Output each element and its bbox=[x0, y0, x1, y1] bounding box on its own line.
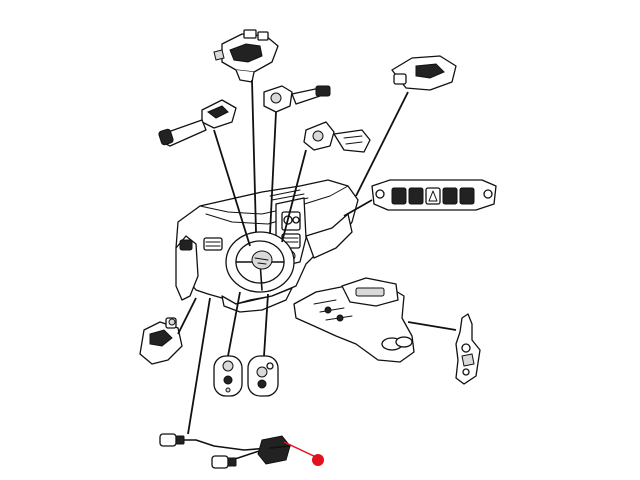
highlight-marker[interactable] bbox=[312, 454, 324, 466]
center-console bbox=[293, 277, 415, 363]
pedal-adjust-switch bbox=[391, 55, 457, 91]
leader-housing bbox=[251, 79, 257, 233]
steering-wheel-switch-right bbox=[247, 355, 279, 397]
leader-clutch bbox=[177, 297, 197, 335]
leader-switchbank bbox=[343, 199, 373, 217]
highlight-callout bbox=[283, 441, 324, 466]
instrument-panel-switch-bank bbox=[371, 179, 497, 211]
leader-pedal bbox=[355, 91, 409, 197]
leader-headlamp bbox=[281, 149, 307, 243]
leader-swr bbox=[263, 293, 269, 357]
wiring-harness-sensor bbox=[159, 433, 291, 469]
leader-wiper bbox=[213, 129, 251, 247]
leader-turn bbox=[269, 111, 277, 235]
turn-signal-stalk bbox=[263, 85, 331, 113]
leader-console bbox=[407, 321, 457, 331]
instrument-panel bbox=[175, 179, 359, 313]
wiper-stalk bbox=[158, 99, 237, 147]
steering-wheel-switch-left bbox=[213, 355, 243, 397]
console-bracket-switch bbox=[455, 313, 481, 385]
clutch-switch bbox=[139, 317, 183, 365]
headlamp-switch bbox=[303, 121, 371, 153]
leader-swl bbox=[227, 291, 241, 357]
leader-harness bbox=[187, 297, 211, 435]
multifunction-switch-housing bbox=[213, 29, 279, 83]
